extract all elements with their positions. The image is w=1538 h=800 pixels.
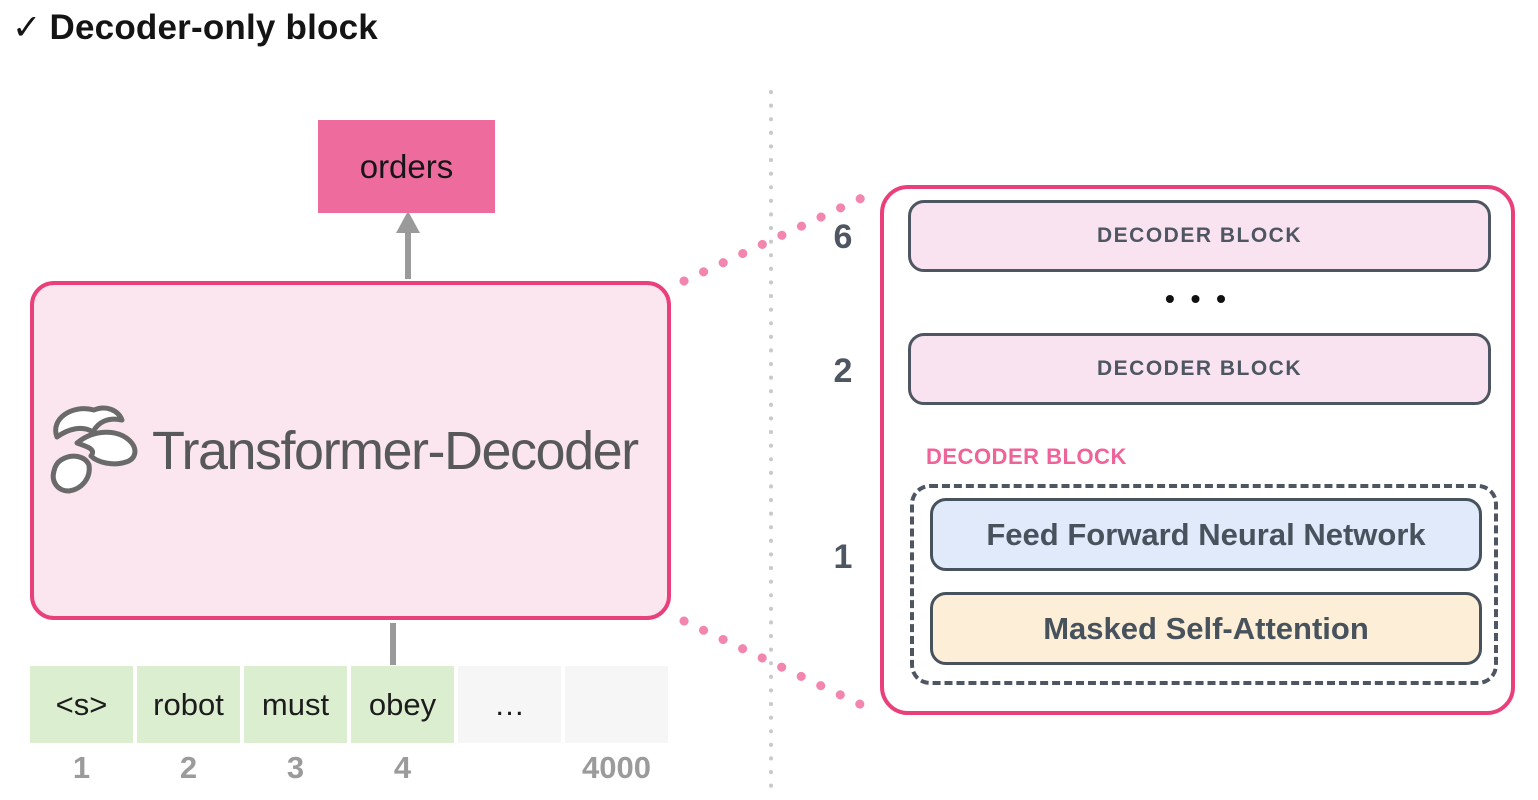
masked-self-attention-layer: Masked Self-Attention bbox=[930, 592, 1482, 665]
layer-number-2: 2 bbox=[833, 352, 853, 390]
token-cell: robot bbox=[137, 666, 240, 743]
expanded-decoder-block: Feed Forward Neural Network Masked Self-… bbox=[910, 484, 1498, 685]
position-label: 3 bbox=[286, 750, 305, 785]
decoder-block-6: DECODER BLOCK bbox=[908, 200, 1491, 272]
page-title: ✓Decoder-only block bbox=[12, 8, 378, 48]
layer-number-1: 1 bbox=[833, 538, 853, 576]
feed-forward-layer: Feed Forward Neural Network bbox=[930, 498, 1482, 571]
position-label: 4000 bbox=[582, 750, 651, 785]
position-number-row: 1 2 3 4 4000 bbox=[30, 750, 668, 786]
transformer-logo-icon bbox=[50, 405, 138, 493]
token-cell-empty bbox=[565, 666, 668, 743]
decoder-stack-panel: DECODER BLOCK • • • DECODER BLOCK DECODE… bbox=[880, 185, 1515, 715]
output-token-box: orders bbox=[318, 120, 495, 213]
position-label: 4 bbox=[393, 750, 412, 785]
position-label: 1 bbox=[72, 750, 91, 785]
layer-number-6: 6 bbox=[833, 218, 853, 256]
output-arrow-head bbox=[396, 211, 420, 233]
stack-ellipsis: • • • bbox=[1165, 283, 1230, 314]
token-cell: obey bbox=[351, 666, 454, 743]
transformer-decoder-box: Transformer-Decoder bbox=[30, 281, 671, 620]
zoom-connector-bottom bbox=[679, 616, 871, 712]
token-cell-ellipsis: … bbox=[458, 666, 561, 743]
checkmark-icon: ✓ bbox=[12, 8, 42, 47]
page-title-text: Decoder-only block bbox=[49, 8, 378, 47]
input-token-row: <s> robot must obey … bbox=[30, 666, 668, 743]
token-cell: must bbox=[244, 666, 347, 743]
decoder-block-2: DECODER BLOCK bbox=[908, 333, 1491, 405]
position-label: 2 bbox=[179, 750, 198, 785]
model-name-label: Transformer-Decoder bbox=[152, 420, 639, 481]
token-cell: <s> bbox=[30, 666, 133, 743]
position-label bbox=[458, 750, 561, 786]
expanded-decoder-block-label: DECODER BLOCK bbox=[926, 444, 1127, 469]
